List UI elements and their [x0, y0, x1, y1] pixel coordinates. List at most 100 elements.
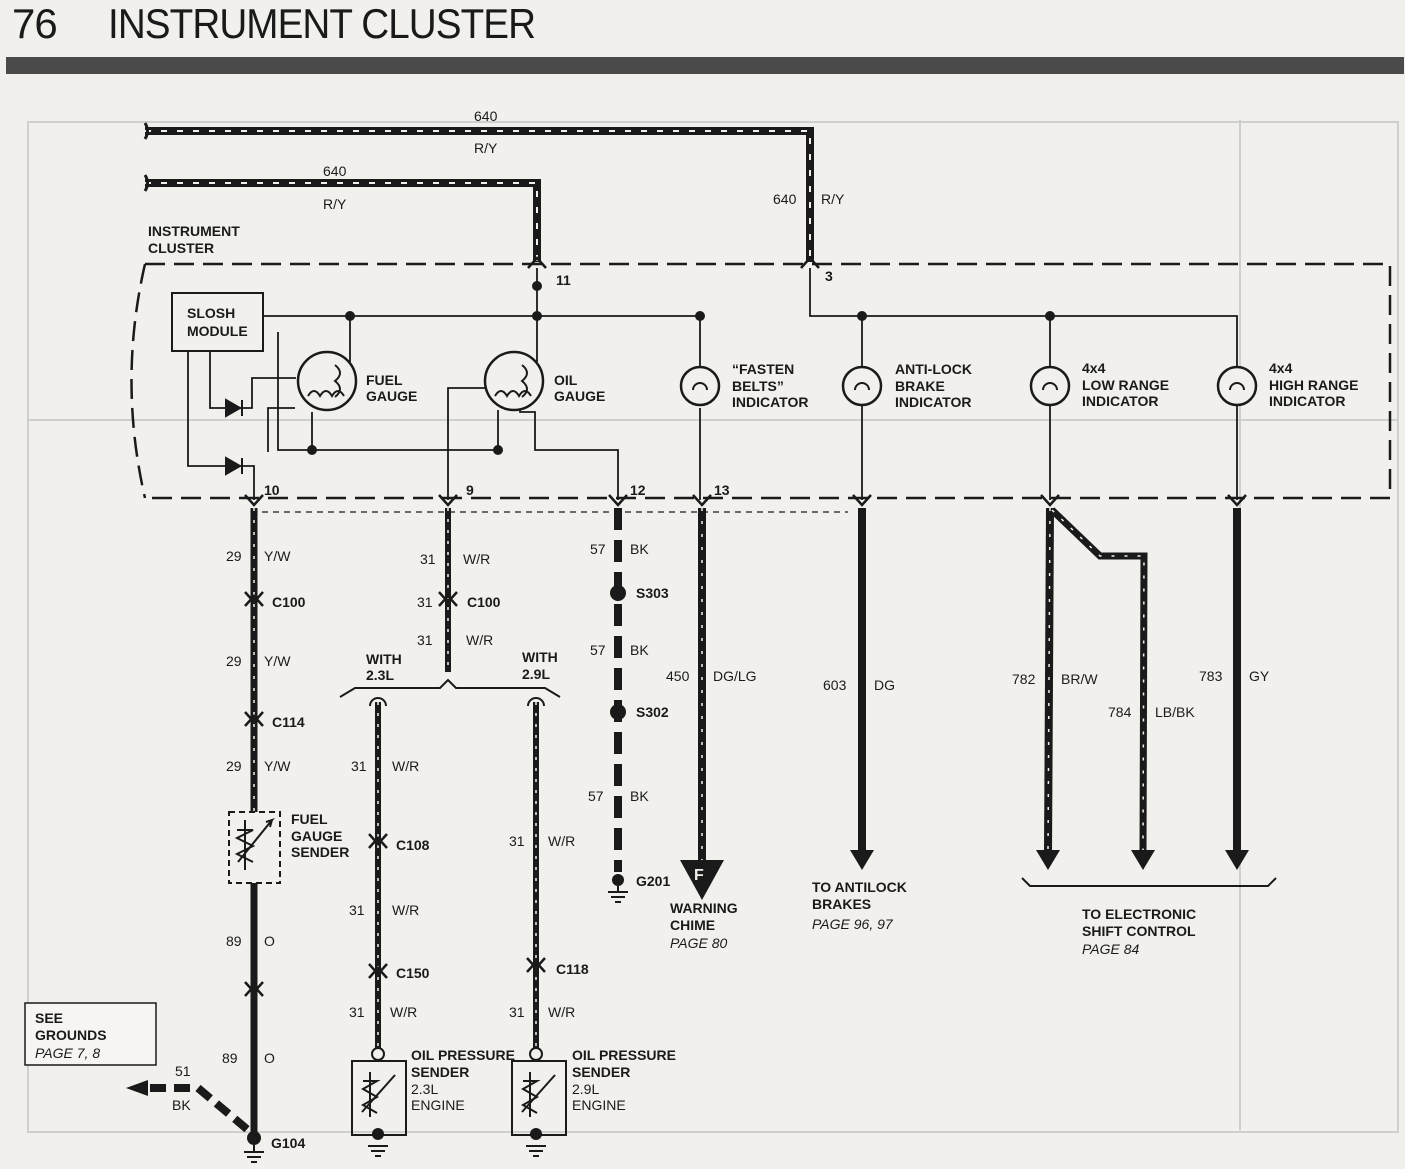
- with-23-line-2: 2.3L: [366, 667, 394, 683]
- g104-label: G104: [271, 1135, 305, 1151]
- oil29-label-3: 2.9L: [572, 1081, 599, 1097]
- w31c-color: W/R: [466, 632, 493, 648]
- fuel-sender-box: [228, 811, 281, 884]
- g201-node: [612, 874, 624, 886]
- g201-ground-icon: [608, 886, 628, 903]
- pin-13-label: 13: [714, 482, 730, 498]
- chime-page: PAGE 80: [670, 935, 728, 951]
- high-label-3: INDICATOR: [1269, 393, 1345, 409]
- c150-label: C150: [396, 965, 430, 981]
- with-29-line-1: WITH: [522, 649, 558, 665]
- w29b-color: Y/W: [264, 653, 291, 669]
- cluster-label-2: CLUSTER: [148, 240, 214, 256]
- shift-arrow-782: [1036, 850, 1060, 870]
- bottom-pin-chevrons: [244, 494, 1247, 507]
- wire-23l-top-cap: [369, 697, 387, 707]
- w29a-circuit: 29: [226, 548, 242, 564]
- antilock-label-2: BRAKE: [895, 378, 945, 394]
- wire-break-marks: [143, 122, 149, 192]
- oil-gauge: [483, 350, 545, 412]
- w603-color: DG: [874, 677, 895, 693]
- shift-dest-line-1: TO ELECTRONIC: [1082, 906, 1196, 922]
- fasten-label-1: “FASTEN: [732, 361, 794, 377]
- feed1-circuit: 640: [474, 108, 498, 124]
- chime-line-1: WARNING: [670, 900, 738, 916]
- w31c-circuit: 31: [417, 632, 433, 648]
- feed2-color: R/Y: [323, 196, 347, 212]
- feed1-color: R/Y: [474, 140, 498, 156]
- engine-option-bracket: [339, 678, 561, 698]
- oil-gauge-label-2: GAUGE: [554, 388, 605, 404]
- w31f-color: W/R: [390, 1004, 417, 1020]
- low-label-2: LOW RANGE: [1082, 377, 1169, 393]
- splice-dots-internal: [307, 281, 1055, 455]
- w57a-circuit: 57: [590, 541, 606, 557]
- cluster-boundary: [145, 262, 1392, 500]
- w31f-circuit: 31: [349, 1004, 365, 1020]
- oil-sender-29l-terminal: [529, 1047, 543, 1061]
- w450-circuit: 450: [666, 668, 690, 684]
- shift-dest-line-2: SHIFT CONTROL: [1082, 923, 1196, 939]
- page-number: 76: [12, 0, 58, 47]
- w31h-circuit: 31: [509, 1004, 525, 1020]
- w57b-color: BK: [630, 642, 649, 658]
- w31a-circuit: 31: [420, 551, 436, 567]
- oil-sender-29l-resistor: [520, 1072, 541, 1117]
- fuel-sender-label-3: SENDER: [291, 844, 349, 860]
- antilock-dest-line-1: TO ANTILOCK: [812, 879, 907, 895]
- c118-label: C118: [556, 961, 589, 977]
- antilock-dest-line-2: BRAKES: [812, 896, 871, 912]
- chime-letter: F: [694, 867, 704, 884]
- c100-left-connector: [244, 591, 264, 607]
- antilock-lamp: [841, 365, 883, 407]
- w31a-color: W/R: [463, 551, 490, 567]
- high-label-2: HIGH RANGE: [1269, 377, 1358, 393]
- antilock-label-3: INDICATOR: [895, 394, 971, 410]
- pin-10-label: 10: [264, 482, 280, 498]
- w31e-color: W/R: [392, 902, 419, 918]
- g104-ground-icon: [244, 1145, 264, 1163]
- fuel-sender-label-1: FUEL: [291, 811, 328, 827]
- w89a-color: O: [264, 933, 275, 949]
- w57c-circuit: 57: [588, 788, 604, 804]
- w784-circuit: 784: [1108, 704, 1132, 720]
- g104-node: [247, 1131, 261, 1145]
- oil-sender-23l-resistor: [360, 1072, 381, 1117]
- w450-color: DG/LG: [713, 668, 757, 684]
- high-range-lamp: [1216, 365, 1258, 407]
- oil-sender-23l-arrow: [361, 1074, 396, 1113]
- g201-label: G201: [636, 873, 670, 889]
- s303-splice: [610, 585, 626, 601]
- slosh-module: [171, 292, 264, 352]
- feed-wire-top: [145, 127, 814, 262]
- s302-splice: [610, 704, 626, 720]
- fuel-sender-arrow: [237, 817, 275, 863]
- w57a-color: BK: [630, 541, 649, 557]
- fuel-gauge-label-1: FUEL: [366, 372, 403, 388]
- oil23-label-4: ENGINE: [411, 1097, 465, 1113]
- see-grounds-line-1: SEE: [35, 1010, 63, 1026]
- oil-sender-23l-terminal: [371, 1047, 385, 1061]
- c100-right-connector: [438, 591, 458, 607]
- fuel-sender-label-2: GAUGE: [291, 828, 342, 844]
- diode-lower: [225, 456, 243, 476]
- w31d-color: W/R: [392, 758, 419, 774]
- w29c-color: Y/W: [264, 758, 291, 774]
- page-title: INSTRUMENT CLUSTER: [108, 0, 536, 47]
- c100-left-label: C100: [272, 594, 306, 610]
- fuel-sender-resistor: [234, 820, 256, 870]
- shift-arrow-784: [1131, 850, 1155, 870]
- fasten-belts-lamp: [679, 365, 721, 407]
- wire-51-bk: [150, 1084, 251, 1134]
- shift-control-bracket: [1021, 877, 1277, 887]
- shift-arrow-783: [1225, 850, 1249, 870]
- oil-sender-29l-ground-node: [530, 1128, 542, 1140]
- w31e-circuit: 31: [349, 902, 365, 918]
- c108-label: C108: [396, 837, 430, 853]
- w31h-color: W/R: [548, 1004, 575, 1020]
- w31g-color: W/R: [548, 833, 575, 849]
- feed2-circuit: 640: [323, 163, 347, 179]
- c108-connector: [368, 833, 388, 849]
